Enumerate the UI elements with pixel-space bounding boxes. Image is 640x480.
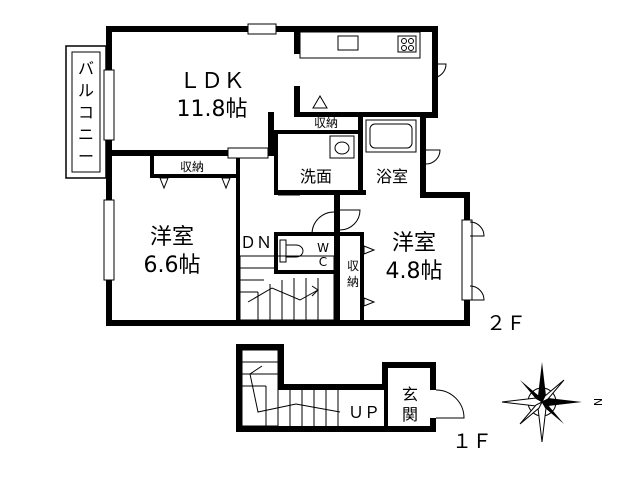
- closet-markers: [159, 177, 376, 307]
- storage-label-3b: 納: [347, 275, 359, 289]
- storage-label-1: 収納: [180, 160, 204, 174]
- storage-label-2: 収納: [314, 116, 338, 130]
- entrance-label-1: 玄: [402, 385, 418, 404]
- western-room-1-size: 6.6帖: [144, 253, 201, 278]
- bathroom-label: 浴室: [376, 167, 408, 186]
- svg-text:ル: ル: [78, 81, 94, 100]
- svg-text:バ: バ: [78, 59, 94, 78]
- fridge-marker-icon: [312, 95, 328, 109]
- western-room-2-name: 洋室: [392, 231, 436, 256]
- down-stairs-label: ＤＮ: [240, 233, 272, 252]
- western-room-2-size: 4.8帖: [386, 259, 443, 284]
- ldk-size: 11.8帖: [177, 97, 248, 122]
- floor-label-1f: １Ｆ: [452, 429, 492, 453]
- windows-2f: [103, 23, 473, 301]
- storage-label-3a: 収: [347, 259, 359, 273]
- bathtub-icon: [365, 119, 417, 153]
- compass-rose-icon: [501, 362, 582, 443]
- balcony-label: バ ル コ ニ ー: [78, 59, 94, 166]
- kitchen-counter: [299, 31, 421, 59]
- entrance-label-2: 関: [402, 405, 418, 424]
- toilet-icon: [279, 239, 304, 263]
- staircase-1f: [241, 349, 341, 427]
- floor-label-2f: ２Ｆ: [486, 311, 526, 335]
- washbasin-icon: [329, 135, 355, 159]
- interior-walls-2f: [106, 32, 426, 326]
- svg-text:ニ: ニ: [78, 125, 94, 144]
- doors-2f: [278, 63, 485, 301]
- wc-label-w: W: [317, 241, 329, 255]
- ldk-name: ＬＤＫ: [179, 69, 245, 94]
- staircase-2f: [239, 255, 335, 321]
- exterior-walls-1f: [236, 344, 436, 432]
- svg-text:コ: コ: [78, 103, 94, 122]
- up-stairs-label: ＵＰ: [348, 403, 380, 422]
- washroom-label: 洗面: [300, 167, 332, 186]
- svg-text:ー: ー: [78, 147, 94, 166]
- western-room-1-name: 洋室: [150, 225, 194, 250]
- wc-label-c: C: [319, 255, 327, 269]
- entrance-door: [435, 389, 465, 419]
- compass-north-label: N: [591, 398, 604, 406]
